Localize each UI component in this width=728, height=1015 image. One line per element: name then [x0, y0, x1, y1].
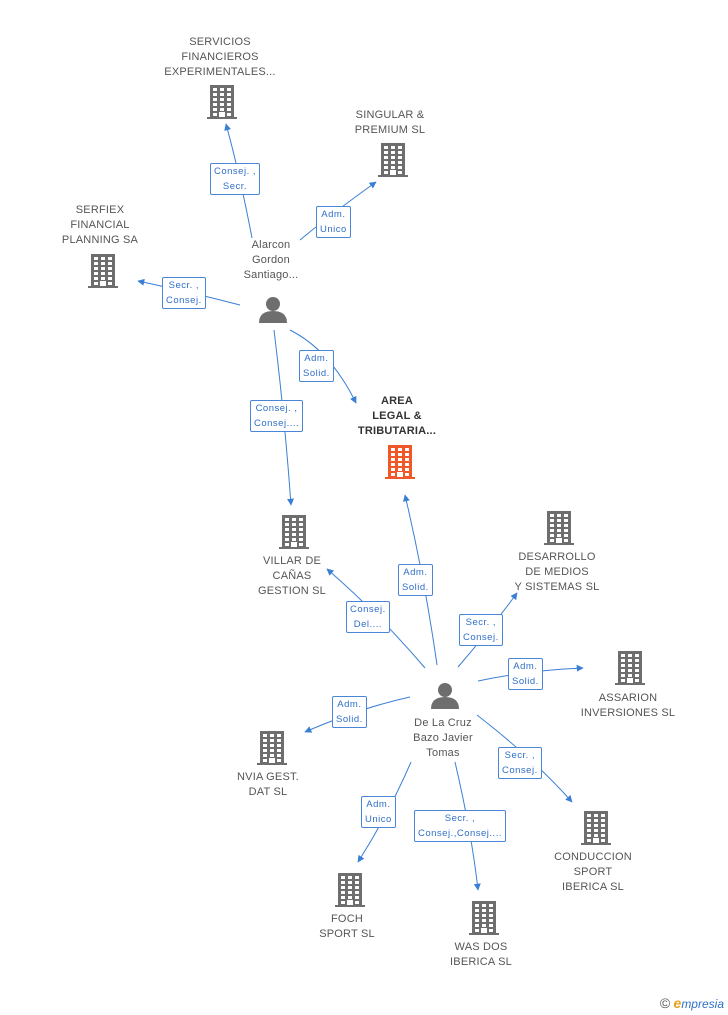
company-conduccion-building-icon[interactable] — [581, 811, 611, 845]
company-singular-building-icon[interactable] — [378, 143, 408, 177]
brand-name: mpresia — [681, 997, 724, 1011]
company-wasdos-building-icon[interactable] — [469, 901, 499, 935]
node-label-nvia[interactable]: NVIA GEST. DAT SL — [237, 771, 299, 798]
company-serfiex-building-icon[interactable] — [88, 254, 118, 288]
company-villar-building-icon[interactable] — [279, 515, 309, 549]
edge-label-delacruz-conduccion[interactable]: Secr. , Consej. — [498, 747, 542, 779]
edge-label-delacruz-villar[interactable]: Consej. Del.... — [346, 601, 390, 633]
node-label-villar[interactable]: VILLAR DE CAÑAS GESTION SL — [257, 555, 327, 597]
edge-label-alarcon-area[interactable]: Adm. Solid. — [299, 350, 334, 382]
company-servicios-building-icon[interactable] — [207, 85, 237, 119]
node-label-foch[interactable]: FOCH SPORT SL — [319, 913, 375, 940]
edge-label-delacruz-foch[interactable]: Adm. Unico — [361, 796, 396, 828]
person-delacruz-person-icon[interactable] — [431, 683, 459, 709]
edge-label-alarcon-villar[interactable]: Consej. , Consej.... — [250, 400, 304, 432]
node-label-servicios[interactable]: SERVICIOS FINANCIEROS EXPERIMENTALES... — [164, 36, 276, 78]
node-label-assarion[interactable]: ASSARION INVERSIONES SL — [580, 692, 676, 719]
brand-watermark: © empresia — [660, 995, 724, 1011]
edge-label-delacruz-area[interactable]: Adm. Solid. — [398, 564, 433, 596]
edge-label-delacruz-assarion[interactable]: Adm. Solid. — [508, 658, 543, 690]
edge-label-delacruz-nvia[interactable]: Adm. Solid. — [332, 696, 367, 728]
company-nvia-building-icon[interactable] — [257, 731, 287, 765]
node-label-conduccion[interactable]: CONDUCCION SPORT IBERICA SL — [554, 851, 632, 893]
node-label-singular[interactable]: SINGULAR & PREMIUM SL — [354, 109, 426, 136]
node-label-desarrollo[interactable]: DESARROLLO DE MEDIOS Y SISTEMAS SL — [514, 551, 600, 593]
edge-label-alarcon-servicios[interactable]: Consej. , Secr. — [210, 163, 260, 195]
edge-label-delacruz-wasdos[interactable]: Secr. , Consej.,Consej.... — [414, 810, 506, 842]
company-assarion-building-icon[interactable] — [615, 651, 645, 685]
brand-initial: e — [673, 995, 682, 1011]
company-foch-building-icon[interactable] — [335, 873, 365, 907]
node-label-wasdos[interactable]: WAS DOS IBERICA SL — [450, 941, 512, 968]
node-label-area[interactable]: AREA LEGAL & TRIBUTARIA... — [357, 395, 437, 437]
node-label-serfiex[interactable]: SERFIEX FINANCIAL PLANNING SA — [61, 204, 139, 246]
copyright-symbol: © — [659, 995, 671, 1011]
company-desarrollo-building-icon[interactable] — [544, 511, 574, 545]
edge-label-delacruz-desarrollo[interactable]: Secr. , Consej. — [459, 614, 503, 646]
company-area-building-icon[interactable] — [385, 445, 415, 479]
edge-label-alarcon-serfiex[interactable]: Secr. , Consej. — [162, 277, 206, 309]
person-alarcon-person-icon[interactable] — [259, 297, 287, 323]
node-label-delacruz[interactable]: De La Cruz Bazo Javier Tomas — [413, 717, 473, 759]
edge-label-alarcon-singular[interactable]: Adm. Unico — [316, 206, 351, 238]
node-label-alarcon[interactable]: Alarcon Gordon Santiago... — [243, 239, 299, 281]
